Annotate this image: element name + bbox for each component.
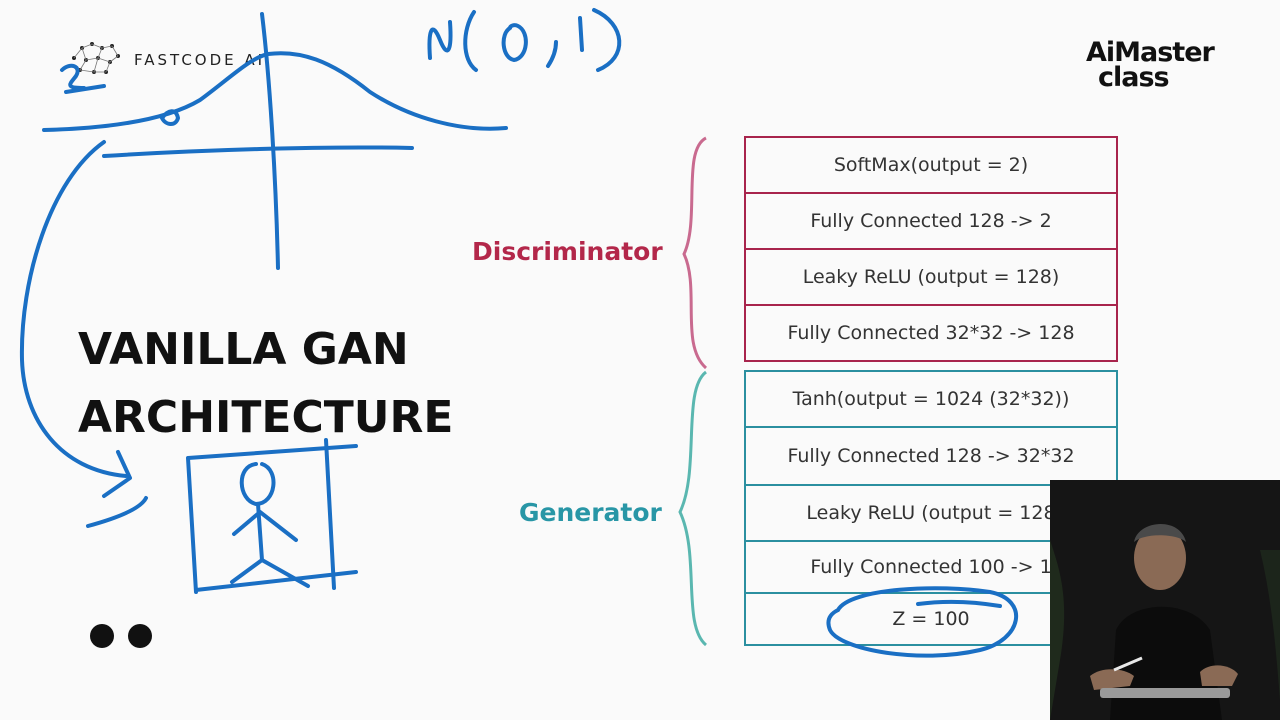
presenter-video [1050,480,1280,720]
dot-1 [90,624,114,648]
ink-normal-comma [546,40,558,68]
ink-figure-body [230,502,310,588]
slide-dots [90,624,166,653]
fastcode-logo: FASTCODE AI [68,40,265,80]
ink-x-axis [102,145,414,158]
ink-figure-head [239,462,276,506]
disc-layer-fc-out: Fully Connected 128 -> 2 [744,192,1118,250]
ink-curve-dot [160,109,180,126]
ink-arrow-head [102,450,132,498]
ink-normal-zero [501,23,528,62]
disc-layer-leaky-relu: Leaky ReLU (output = 128) [744,248,1118,306]
ink-normal-close [592,8,622,72]
disc-layer-softmax: SoftMax(output = 2) [744,136,1118,194]
disc-layer-fc-in: Fully Connected 32*32 -> 128 [744,304,1118,362]
logo-text: FASTCODE AI [134,51,266,69]
title-line-2: ARCHITECTURE [78,392,454,443]
ink-normal-one [578,16,584,52]
title-line-1: VANILLA GAN [78,324,409,375]
slide-title: VANILLA GAN ARCHITECTURE [78,316,453,452]
gen-layer-fc-out: Fully Connected 128 -> 32*32 [744,426,1118,486]
ink-normal-paren [463,10,478,72]
brand-line-2: class [1098,62,1170,93]
ink-image-frame [186,438,358,594]
ink-arrow-lower [86,496,148,528]
presenter-image [1050,480,1280,720]
dot-2 [128,624,152,648]
brand-line-1: AiMaster [1086,37,1215,68]
aimasterclass-brand: AiMaster class [1086,37,1226,93]
discriminator-label: Discriminator [472,237,663,266]
ink-normal-n [427,20,453,60]
discriminator-stack: SoftMax(output = 2) Fully Connected 128 … [744,136,1118,362]
generator-label: Generator [519,498,662,527]
network-logo-icon [72,42,120,74]
generator-brace [678,370,708,647]
gen-layer-tanh: Tanh(output = 1024 (32*32)) [744,370,1118,428]
discriminator-brace [682,136,708,370]
